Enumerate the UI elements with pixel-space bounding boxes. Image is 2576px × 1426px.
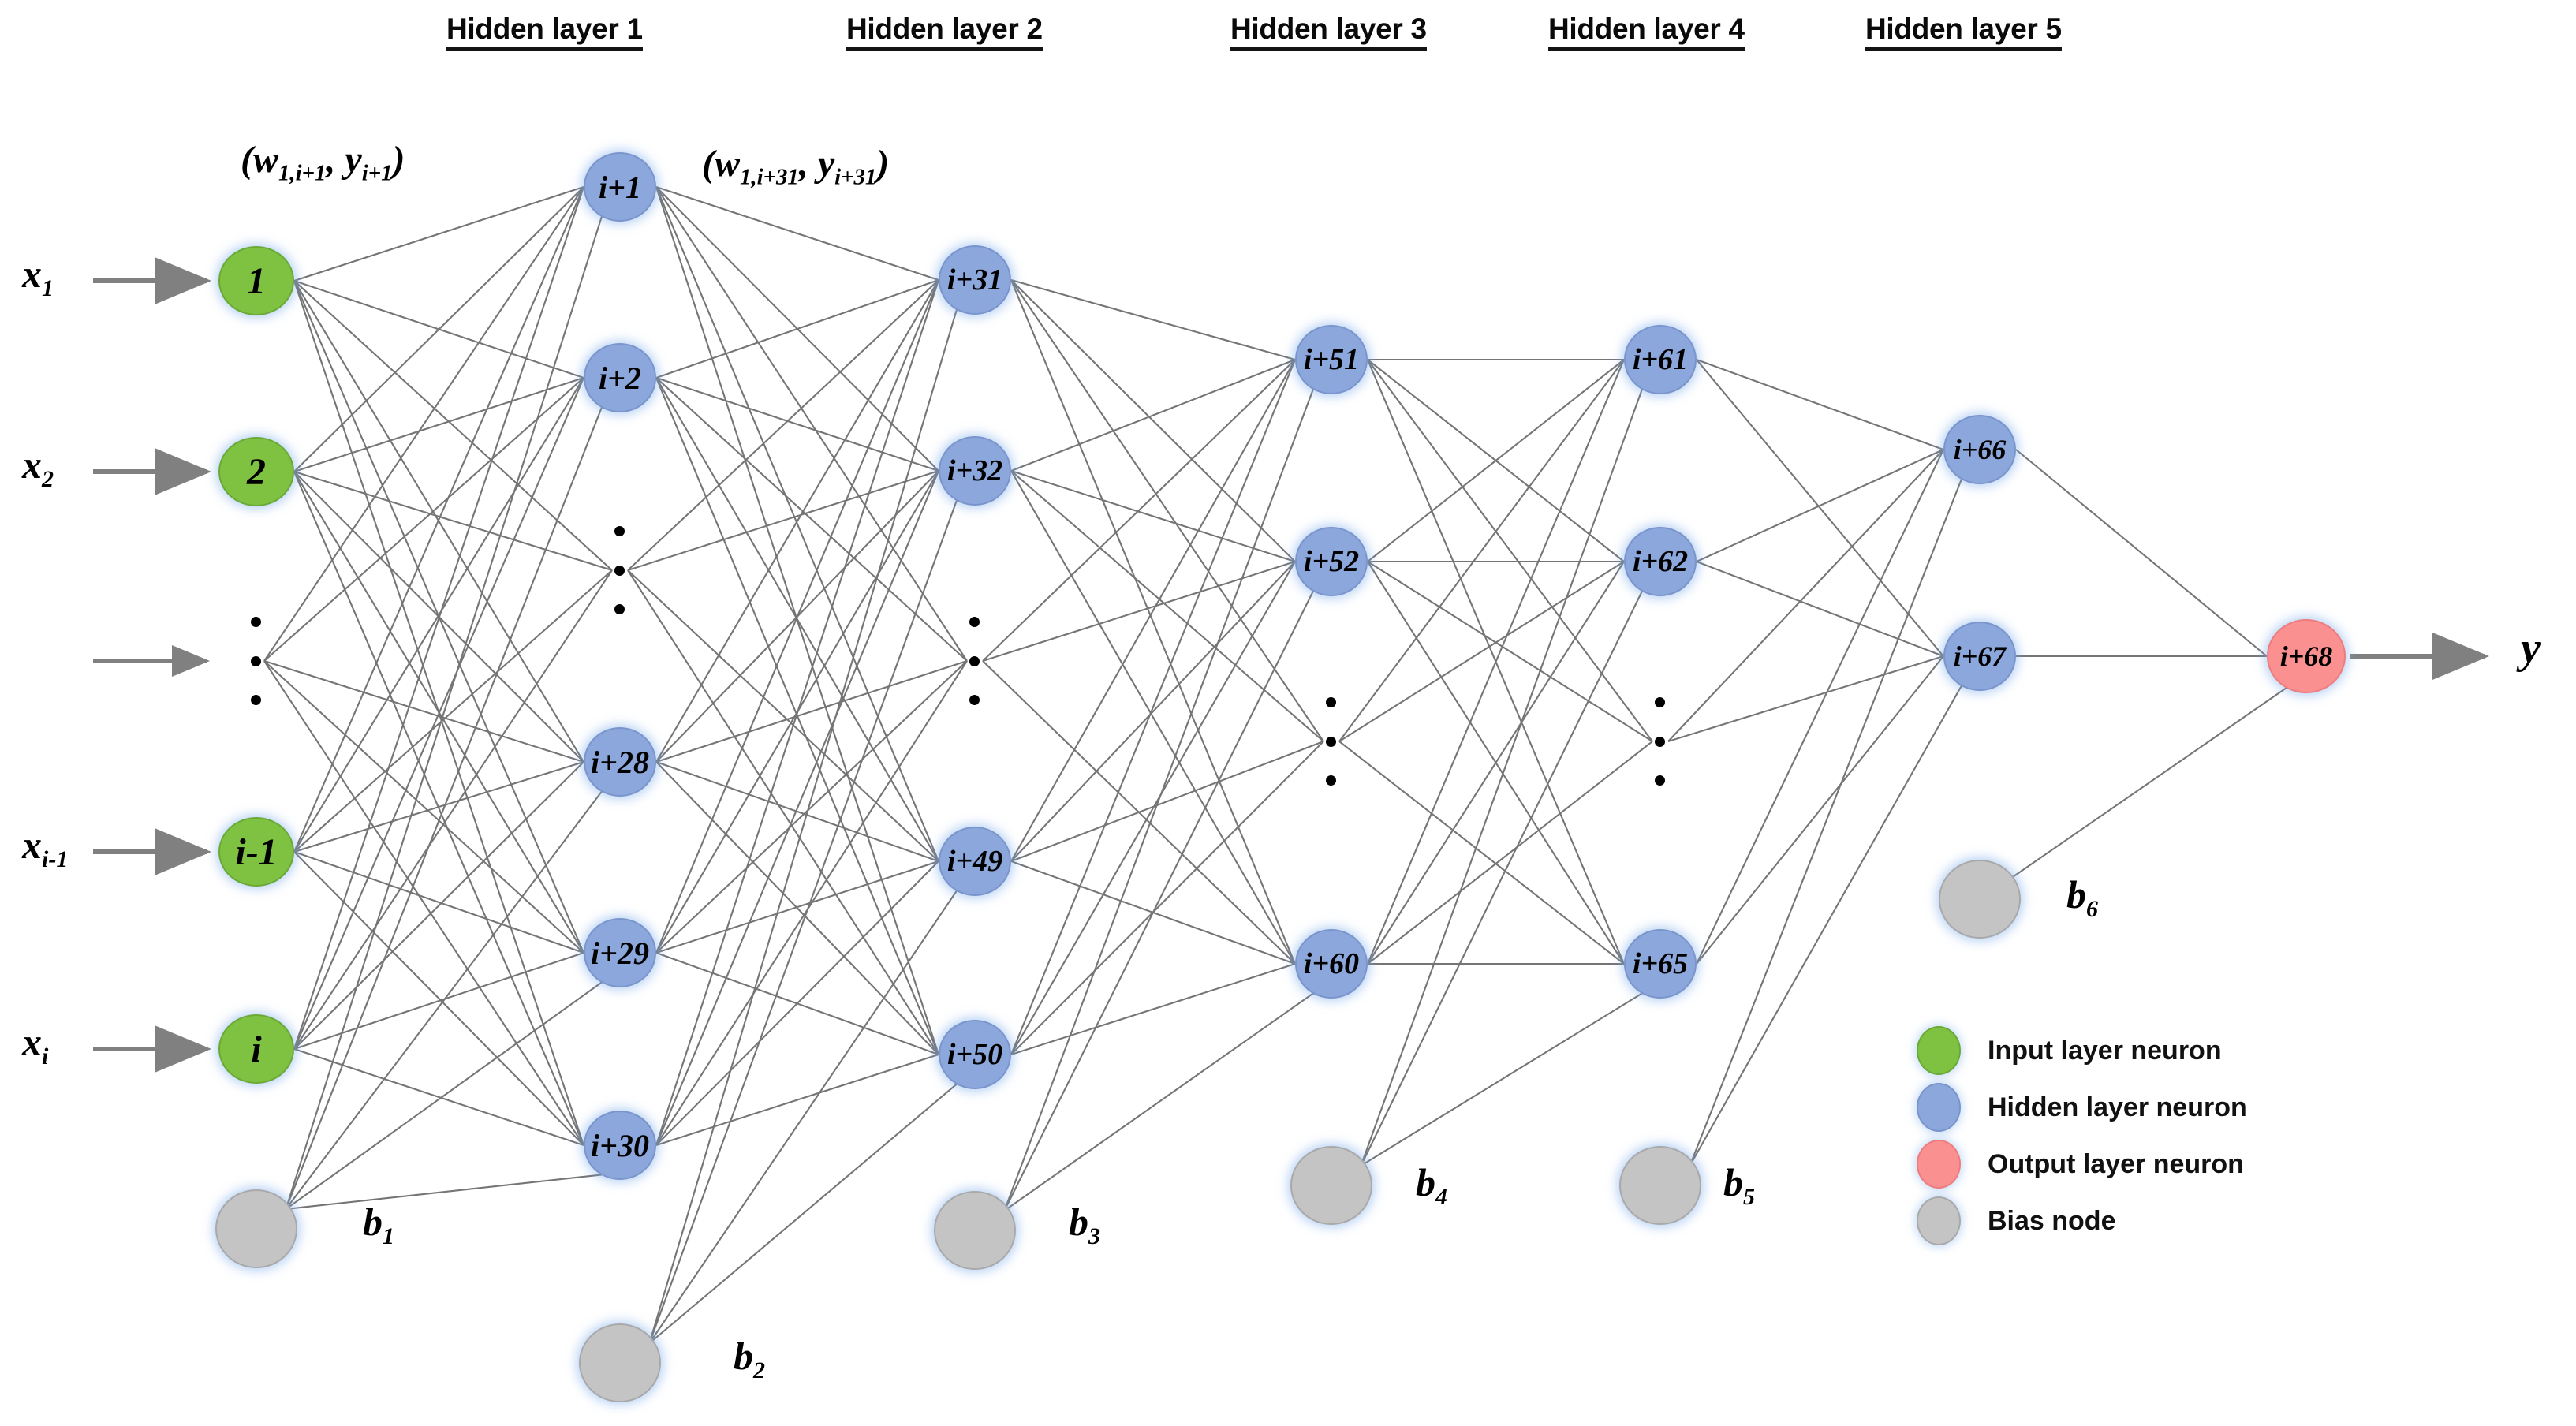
legend-label-3: Output layer neuron: [1988, 1148, 2244, 1179]
neuron-hidden1-iplus1[interactable]: i+1: [584, 152, 656, 222]
neuron-hidden2-iplus32[interactable]: i+32: [939, 436, 1011, 506]
bias-3-node[interactable]: [934, 1191, 1016, 1270]
neuron-hidden3-iplus51[interactable]: i+51: [1295, 325, 1368, 394]
bias-label-b1: b1: [363, 1200, 394, 1249]
legend-item-1: Input layer neuron: [1917, 1022, 2247, 1079]
neuron-input-2[interactable]: 2: [218, 437, 294, 506]
weight-label-2: (w1,i+31, yi+31): [702, 143, 890, 190]
neuron-input-1[interactable]: 1: [218, 246, 294, 315]
bias-label-b4: b4: [1416, 1160, 1447, 1210]
legend-item-2: Hidden layer neuron: [1917, 1079, 2247, 1136]
layer-title-5: Hidden layer 5: [1865, 13, 2062, 51]
legend-swatch-icon-2: [1917, 1083, 1961, 1132]
neuron-input-i[interactable]: i: [218, 1014, 294, 1084]
bias-1-node[interactable]: [215, 1189, 297, 1268]
ellipsis-hidden2: [969, 617, 980, 705]
layer-title-1: Hidden layer 1: [446, 13, 643, 51]
bias-label-b3: b3: [1069, 1200, 1100, 1249]
ellipsis-hidden3: [1326, 697, 1336, 786]
ellipsis-hidden1: [614, 526, 625, 614]
neuron-hidden1-iplus29[interactable]: i+29: [584, 918, 656, 987]
neuron-hidden2-iplus49[interactable]: i+49: [939, 827, 1011, 896]
bias-label-b5: b5: [1723, 1160, 1755, 1210]
neuron-hidden2-iplus31[interactable]: i+31: [939, 245, 1011, 315]
legend-swatch-icon-4: [1917, 1196, 1961, 1245]
ellipsis-hidden4: [1655, 697, 1665, 786]
neuron-output-iplus68[interactable]: i+68: [2267, 619, 2346, 693]
neuron-hidden4-iplus65[interactable]: i+65: [1624, 929, 1697, 999]
weight-label-1: (w1,i+1, yi+1): [241, 139, 405, 186]
output-label-y: y: [2521, 624, 2541, 673]
bias-6-node[interactable]: [1939, 860, 2021, 939]
legend-swatch-icon-3: [1917, 1140, 1961, 1189]
bias-4-node[interactable]: [1290, 1146, 1372, 1225]
layer-title-2: Hidden layer 2: [846, 13, 1043, 51]
neuron-hidden2-iplus50[interactable]: i+50: [939, 1020, 1011, 1089]
layer-title-3: Hidden layer 3: [1230, 13, 1427, 51]
bias-2-node[interactable]: [579, 1323, 661, 1402]
legend-swatch-icon-1: [1917, 1026, 1961, 1075]
legend-item-3: Output layer neuron: [1917, 1136, 2247, 1193]
ellipsis-input: [251, 617, 261, 705]
bias-label-b6: b6: [2066, 872, 2098, 922]
neuron-hidden3-iplus52[interactable]: i+52: [1295, 527, 1368, 596]
bias-5-node[interactable]: [1619, 1146, 1701, 1225]
neuron-hidden4-iplus61[interactable]: i+61: [1624, 325, 1697, 394]
input-label-1: x1: [22, 252, 54, 301]
neuron-hidden5-iplus66[interactable]: i+66: [1943, 415, 2016, 484]
neuron-hidden1-iplus30[interactable]: i+30: [584, 1111, 656, 1180]
layer-title-4: Hidden layer 4: [1548, 13, 1745, 51]
neuron-hidden1-iplus28[interactable]: i+28: [584, 727, 656, 797]
neuron-input-iminus1[interactable]: i-1: [218, 817, 294, 887]
input-label-5: xi: [22, 1020, 49, 1070]
legend-label-1: Input layer neuron: [1988, 1035, 2222, 1066]
neuron-hidden5-iplus67[interactable]: i+67: [1943, 622, 2016, 691]
neuron-hidden3-iplus60[interactable]: i+60: [1295, 929, 1368, 999]
bias-label-b2: b2: [734, 1334, 765, 1383]
neuron-hidden4-iplus62[interactable]: i+62: [1624, 527, 1697, 596]
neuron-hidden1-iplus2[interactable]: i+2: [584, 343, 656, 412]
legend-item-4: Bias node: [1917, 1193, 2247, 1249]
input-label-2: x2: [22, 442, 54, 492]
legend-label-2: Hidden layer neuron: [1988, 1092, 2247, 1122]
legend-label-4: Bias node: [1988, 1205, 2116, 1236]
input-label-4: xi-1: [22, 823, 69, 872]
